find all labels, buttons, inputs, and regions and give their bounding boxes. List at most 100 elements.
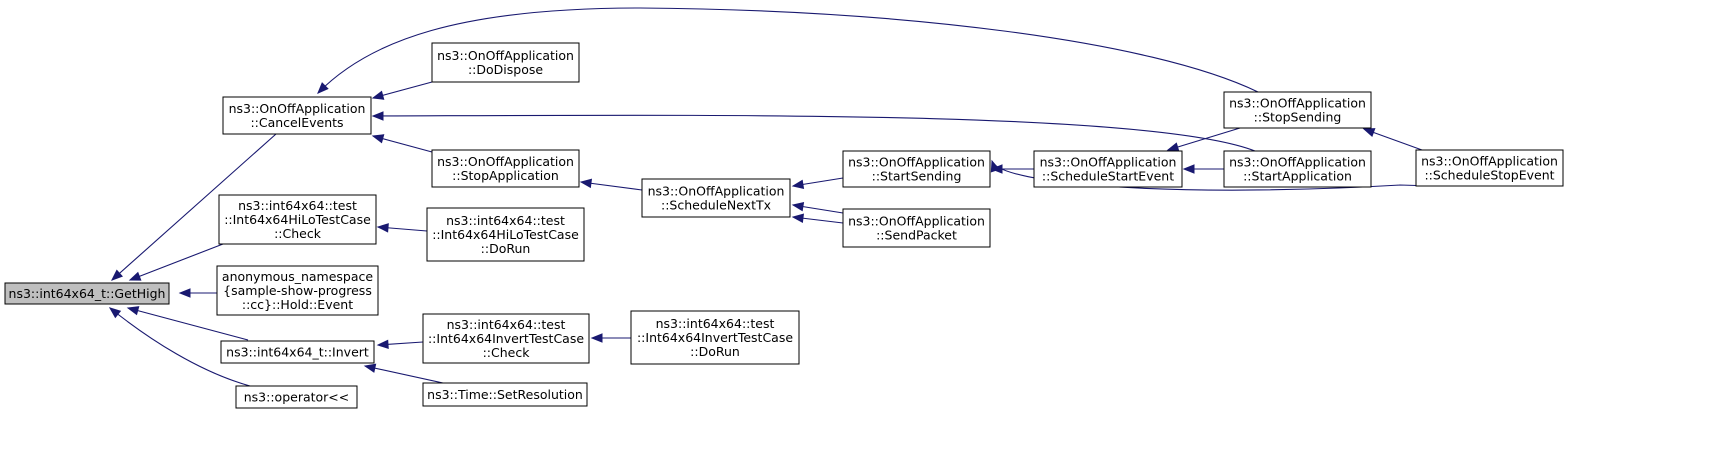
- node-label-line: ns3::operator<<: [244, 390, 350, 405]
- node-box: [216, 265, 379, 316]
- node-holdevent[interactable]: anonymous_namespace{sample-show-progress…: [216, 265, 379, 316]
- arrowhead-icon: [791, 213, 804, 223]
- edge-line: [127, 307, 249, 341]
- arrowhead-icon: [791, 201, 805, 212]
- node-box: [422, 313, 590, 364]
- node-label-line: anonymous_namespace: [222, 269, 373, 284]
- node-label-line: ns3::int64x64_t::Invert: [226, 345, 369, 360]
- arrowhead-icon: [108, 307, 122, 319]
- node-hilocheck[interactable]: ns3::int64x64::test::Int64x64HiLoTestCas…: [218, 194, 377, 245]
- node-label-line: ns3::OnOffApplication: [437, 154, 574, 169]
- node-label-line: ::SendPacket: [876, 228, 957, 243]
- edge-line: [129, 243, 224, 281]
- edge-schedulenexttx-to-sendpacket: [791, 201, 844, 214]
- node-box: [235, 385, 358, 409]
- edge-hilodorun-to-hilocheck: [376, 223, 428, 233]
- node-label-line: ::DoDispose: [468, 62, 543, 77]
- node-box: [842, 150, 991, 188]
- node-label-line: ns3::OnOffApplication: [848, 214, 985, 229]
- node-label-line: ns3::OnOffApplication: [848, 155, 985, 170]
- node-schedulestopevent[interactable]: ns3::OnOffApplication::ScheduleStopEvent: [1415, 149, 1564, 187]
- node-label-line: {sample-show-progress: [223, 283, 372, 298]
- edge-schedulenexttx-to-stopapplication: [579, 178, 643, 191]
- node-box: [641, 178, 791, 218]
- node-box: [1415, 149, 1564, 187]
- edge-startapplication-to-cancelevents: [371, 111, 1256, 152]
- node-label-line: ::StartSending: [872, 169, 962, 184]
- edge-dodispose-to-cancelevents: [371, 81, 433, 100]
- edge-line: [991, 160, 1434, 191]
- node-label-line: ns3::int64x64::test: [656, 316, 775, 331]
- arrowhead-icon: [317, 82, 329, 94]
- node-label-line: ns3::int64x64::test: [446, 213, 565, 228]
- node-label-line: ::Int64x64InvertTestCase: [428, 331, 584, 346]
- node-startapplication[interactable]: ns3::OnOffApplication::StartApplication: [1223, 150, 1372, 188]
- node-schedulestartevent[interactable]: ns3::OnOffApplication::ScheduleStartEven…: [1033, 150, 1183, 188]
- node-schedulenexttx[interactable]: ns3::OnOffApplication::ScheduleNextTx: [641, 178, 791, 218]
- edge-sendpacket-to-schedulenexttx: [791, 213, 844, 224]
- node-box: [426, 207, 585, 262]
- arrowhead-icon: [371, 111, 384, 121]
- node-setresolution[interactable]: ns3::Time::SetResolution: [422, 382, 588, 407]
- node-box: [1223, 91, 1372, 129]
- node-label-line: ::ScheduleStartEvent: [1042, 169, 1174, 184]
- edge-holdevent-to-gethigh: [178, 288, 217, 298]
- node-label-line: ns3::int64x64_t::GetHigh: [9, 286, 166, 301]
- arrowhead-icon: [1362, 128, 1376, 138]
- edge-stopapplication-to-cancelevents: [371, 134, 433, 153]
- node-stopapplication[interactable]: ns3::OnOffApplication::StopApplication: [431, 149, 580, 188]
- node-box: [630, 310, 800, 365]
- edges-layer: [108, 7, 1434, 387]
- node-invertdorun[interactable]: ns3::int64x64::test::Int64x64InvertTestC…: [630, 310, 800, 365]
- arrowhead-icon: [178, 288, 191, 298]
- arrowhead-icon: [126, 306, 140, 316]
- node-label-line: ns3::OnOffApplication: [1229, 155, 1366, 170]
- arrowhead-icon: [791, 179, 805, 190]
- node-box: [218, 194, 377, 245]
- node-box: [1223, 150, 1372, 188]
- arrowhead-icon: [1182, 164, 1195, 174]
- edge-stopsending-to-cancelevents: [317, 7, 1259, 94]
- node-cancelevents[interactable]: ns3::OnOffApplication::CancelEvents: [222, 96, 372, 135]
- node-label-line: ::ScheduleNextTx: [661, 198, 771, 213]
- edge-hilocheck-to-gethigh: [128, 243, 224, 281]
- edge-startsending-to-schedulenexttx: [791, 177, 844, 190]
- node-box: [842, 208, 991, 248]
- node-label-line: ::StopApplication: [452, 168, 559, 183]
- edge-stopsending-to-schedulestartevent: [1166, 127, 1241, 152]
- node-label-line: ::DoRun: [690, 344, 740, 359]
- nodes-layer: ns3::int64x64_t::GetHigh ns3::OnOffApplic…: [4, 42, 1564, 409]
- node-label-line: ::StartApplication: [1243, 169, 1352, 184]
- node-label-line: ns3::OnOffApplication: [1421, 154, 1558, 169]
- edge-invert-to-gethigh: [126, 306, 249, 341]
- arrowhead-icon: [990, 159, 1000, 173]
- node-box: [431, 42, 580, 83]
- node-hilodorun[interactable]: ns3::int64x64::test::Int64x64HiLoTestCas…: [426, 207, 585, 262]
- node-box: [4, 282, 170, 305]
- node-invertcheck[interactable]: ns3::int64x64::test::Int64x64InvertTestC…: [422, 313, 590, 364]
- edge-startapplication-to-schedulestartevent: [1182, 164, 1224, 174]
- node-gethigh[interactable]: ns3::int64x64_t::GetHigh: [4, 282, 170, 305]
- arrowhead-icon: [371, 90, 385, 100]
- node-label-line: ::cc}::Hold::Event: [242, 297, 353, 312]
- arrowhead-icon: [376, 223, 389, 233]
- node-stopsending[interactable]: ns3::OnOffApplication::StopSending: [1223, 91, 1372, 129]
- node-startsending[interactable]: ns3::OnOffApplication::StartSending: [842, 150, 991, 188]
- edge-line: [317, 7, 1259, 94]
- node-operator[interactable]: ns3::operator<<: [235, 385, 358, 409]
- node-dodispose[interactable]: ns3::OnOffApplication::DoDispose: [431, 42, 580, 83]
- arrowhead-icon: [110, 269, 123, 281]
- edge-cancelevents-to-gethigh: [110, 133, 277, 281]
- edge-invertcheck-to-invert: [376, 339, 424, 350]
- node-box: [1033, 150, 1183, 188]
- node-label-line: ns3::int64x64::test: [238, 198, 357, 213]
- arrowhead-icon: [376, 339, 389, 350]
- arrowhead-icon: [128, 271, 142, 281]
- node-label-line: ::StopSending: [1254, 110, 1342, 125]
- node-invert[interactable]: ns3::int64x64_t::Invert: [220, 340, 375, 364]
- node-sendpacket[interactable]: ns3::OnOffApplication::SendPacket: [842, 208, 991, 248]
- node-box: [422, 382, 588, 407]
- node-label-line: ns3::OnOffApplication: [1040, 155, 1177, 170]
- node-label-line: ns3::OnOffApplication: [1229, 96, 1366, 111]
- edge-line: [109, 307, 251, 387]
